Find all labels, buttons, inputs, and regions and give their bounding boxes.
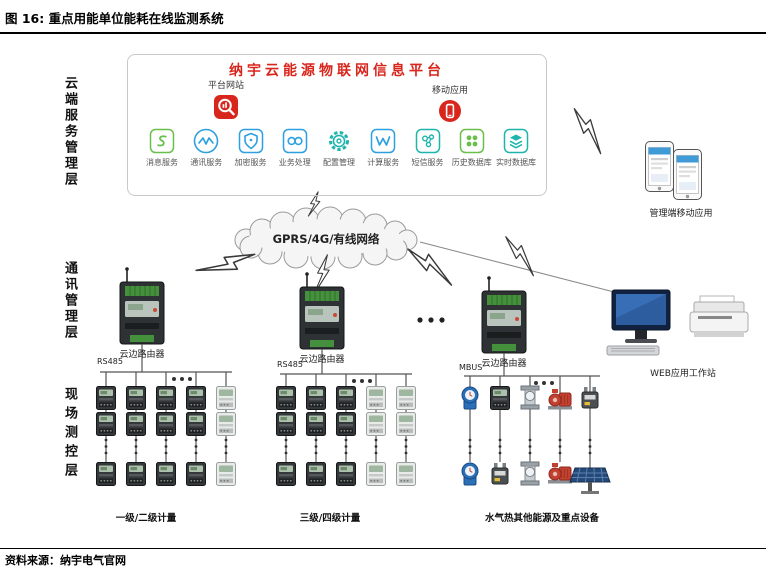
platform-panel [127, 54, 547, 196]
platform-website: 平台网站 [196, 78, 256, 124]
pump-icon [547, 462, 573, 484]
cloud-network-label: GPRS/4G/有线网络 [272, 232, 380, 246]
workstation-label: WEB应用工作站 [650, 369, 716, 379]
gateway-3-bus-label: MBUS [459, 363, 483, 372]
service-item: 配置管理 [317, 128, 361, 168]
management-mobile-label: 管理端移动应用 [649, 209, 713, 219]
gateway-2-bus-label: RS485 [277, 360, 303, 369]
service-label: 配置管理 [323, 158, 355, 167]
layer-label-cloud: 云端服务管理层 [62, 76, 77, 188]
solar-panel-icon [569, 467, 611, 495]
service-label: 实时数据库 [496, 158, 536, 167]
service-item: 通讯服务 [184, 128, 228, 168]
service-label: 消息服务 [146, 158, 178, 167]
service-label: 历史数据库 [451, 158, 492, 167]
gateway-1-label: 云边路由器 [119, 350, 165, 360]
layer-label-comm: 通讯管理层 [62, 261, 77, 341]
gateway-3-label: 云边路由器 [481, 359, 527, 369]
workstation-link-line [419, 241, 615, 293]
service-label: 业务处理 [278, 158, 311, 167]
management-phones-image [645, 141, 702, 200]
field-group-3-label: 水气热其他能源及重点设备 [484, 513, 599, 524]
field-group-2-label: 三级/四级计量 [299, 513, 361, 524]
communication-service-icon [193, 128, 219, 154]
realtime-db-icon [503, 128, 529, 154]
service-label: 加密服务 [234, 158, 267, 167]
sms-service-icon [415, 128, 440, 154]
flow-meter-icon [520, 385, 540, 410]
service-item: 历史数据库 [450, 128, 494, 168]
service-item: 计算服务 [361, 128, 405, 168]
lightning-bolt [401, 244, 460, 286]
gas-meter-icon [491, 462, 509, 485]
mobile-app: 移动应用 [420, 83, 480, 127]
service-label: 计算服务 [367, 158, 400, 167]
lightning-bolt [564, 105, 614, 155]
gateway-device-3 [481, 275, 527, 354]
message-service-icon [149, 128, 175, 154]
layer-label-field: 现场测控层 [62, 387, 77, 482]
compute-service-icon [371, 128, 396, 154]
service-label: 短信服务 [411, 158, 444, 167]
flow-meter-icon [520, 461, 540, 486]
platform-services-row: 消息服务 通讯服务 加密服务 业务处理 [140, 128, 538, 168]
service-item: 实时数据库 [494, 128, 538, 168]
gateway-device-2 [299, 271, 345, 350]
platform-website-label: 平台网站 [207, 81, 244, 91]
lightning-bolt [497, 233, 544, 277]
field-group-1-label: 一级/二级计量 [115, 513, 177, 524]
gateway-device-1 [119, 266, 165, 345]
service-item: 业务处理 [273, 128, 317, 168]
encryption-service-icon [238, 128, 263, 154]
mobile-app-label: 移动应用 [431, 86, 468, 96]
service-label: 通讯服务 [190, 158, 223, 167]
printer-image [689, 295, 749, 337]
phone-icon [645, 141, 674, 192]
service-item: 消息服务 [140, 128, 184, 168]
field-group-3-devices [461, 385, 611, 495]
mobile-app-icon [439, 100, 461, 122]
water-meter-icon [461, 386, 479, 410]
water-meter-icon [461, 462, 479, 486]
gateway-1-bus-label: RS485 [97, 357, 123, 366]
figure-title: 图 16: 重点用能单位能耗在线监测系统 [0, 0, 766, 34]
cloud-shape [234, 206, 418, 270]
phone-icon [673, 149, 702, 200]
workstation-image [606, 289, 671, 356]
platform-website-icon [214, 95, 238, 119]
gateway-ellipsis-dots [417, 317, 445, 323]
history-db-icon [459, 128, 484, 154]
platform-title: 纳宇云能源物联网信息平台 [229, 63, 445, 79]
field-group-1-devices [96, 386, 236, 486]
service-item: 加密服务 [229, 128, 273, 168]
service-item: 短信服务 [406, 128, 450, 168]
gateway-2-label: 云边路由器 [299, 355, 345, 365]
field-group-2-devices [276, 386, 416, 486]
source-note: 资料来源：纳宇电气官网 [0, 548, 766, 568]
config-service-icon [329, 131, 349, 151]
business-service-icon [282, 128, 307, 154]
bus-ellipsis-dots [172, 377, 554, 385]
